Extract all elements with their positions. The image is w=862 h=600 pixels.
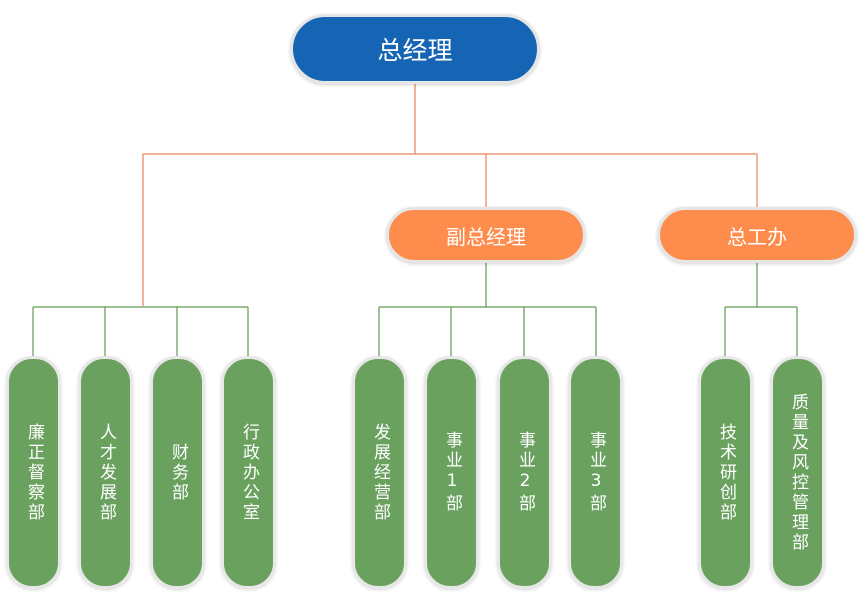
node-development-operations-dept: 发展经营部 <box>352 356 407 589</box>
node-integrity-supervision-dept: 廉正督察部 <box>6 356 61 589</box>
node-administration-office-label: 行政办公室 <box>239 422 259 523</box>
node-quality-risk-dept: 质量及风控管理部 <box>770 356 825 589</box>
node-business-unit-3: 事业3部 <box>568 356 623 589</box>
node-finance-dept-label: 财务部 <box>168 442 188 503</box>
node-tech-research-dept: 技术研创部 <box>698 356 753 589</box>
node-talent-development-dept: 人才发展部 <box>78 356 133 589</box>
node-deputy-general-manager: 副总经理 <box>386 207 586 263</box>
node-chief-engineer-office: 总工办 <box>657 207 857 263</box>
node-finance-dept: 财务部 <box>150 356 205 589</box>
node-talent-development-dept-label: 人才发展部 <box>96 422 116 523</box>
node-business-unit-1-label: 事业1部 <box>442 431 462 514</box>
node-business-unit-3-label: 事业3部 <box>586 431 606 514</box>
node-chief-engineer-office-label: 总工办 <box>727 224 787 249</box>
node-integrity-supervision-dept-label: 廉正督察部 <box>24 422 44 523</box>
node-quality-risk-dept-label: 质量及风控管理部 <box>788 392 808 553</box>
node-business-unit-2: 事业2部 <box>497 356 552 589</box>
node-business-unit-2-label: 事业2部 <box>515 431 535 514</box>
node-general-manager: 总经理 <box>290 14 540 84</box>
node-administration-office: 行政办公室 <box>221 356 276 589</box>
node-tech-research-dept-label: 技术研创部 <box>716 422 736 523</box>
node-business-unit-1: 事业1部 <box>424 356 479 589</box>
node-general-manager-label: 总经理 <box>377 36 453 65</box>
node-deputy-general-manager-label: 副总经理 <box>446 224 526 249</box>
node-development-operations-dept-label: 发展经营部 <box>370 422 390 523</box>
